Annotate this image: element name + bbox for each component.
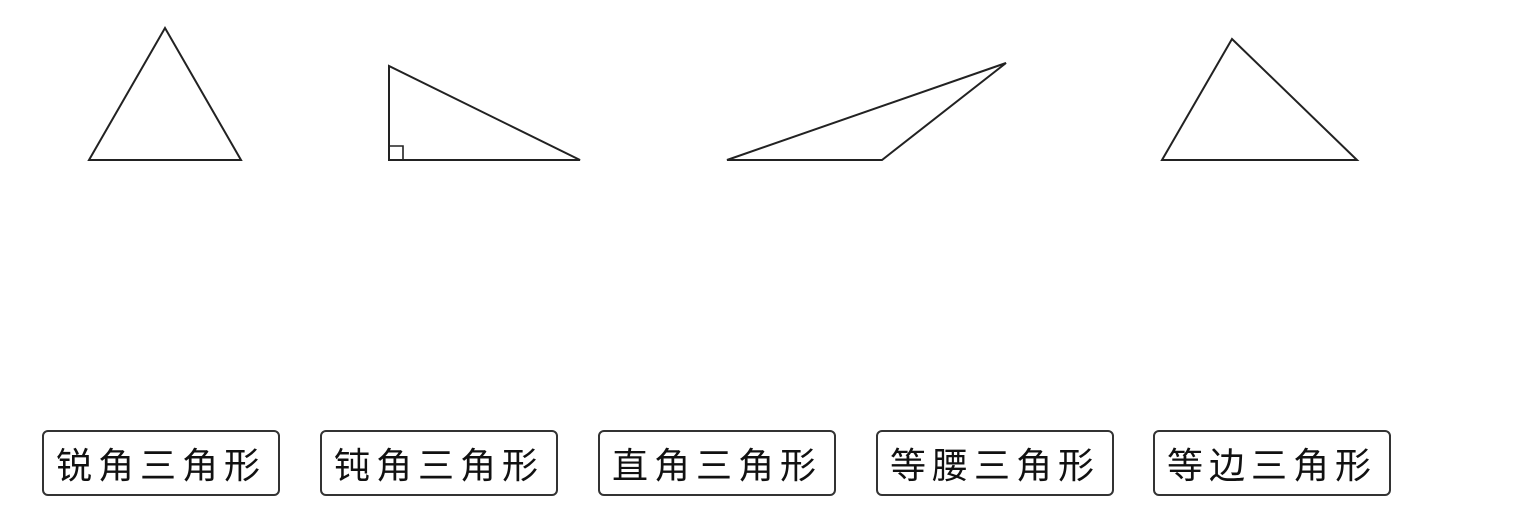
label-acute-triangle[interactable]: 锐角三角形 [42,430,280,496]
label-obtuse-triangle[interactable]: 钝角三角形 [320,430,558,496]
triangle-3 [726,62,1007,161]
label-isosceles-triangle[interactable]: 等腰三角形 [876,430,1114,496]
label-right-triangle[interactable]: 直角三角形 [598,430,836,496]
label-equilateral-triangle[interactable]: 等边三角形 [1153,430,1391,496]
triangle-4 [1160,37,1360,161]
triangle-2 [388,64,581,161]
triangle-1 [87,25,243,161]
right-angle-mark [389,145,404,160]
